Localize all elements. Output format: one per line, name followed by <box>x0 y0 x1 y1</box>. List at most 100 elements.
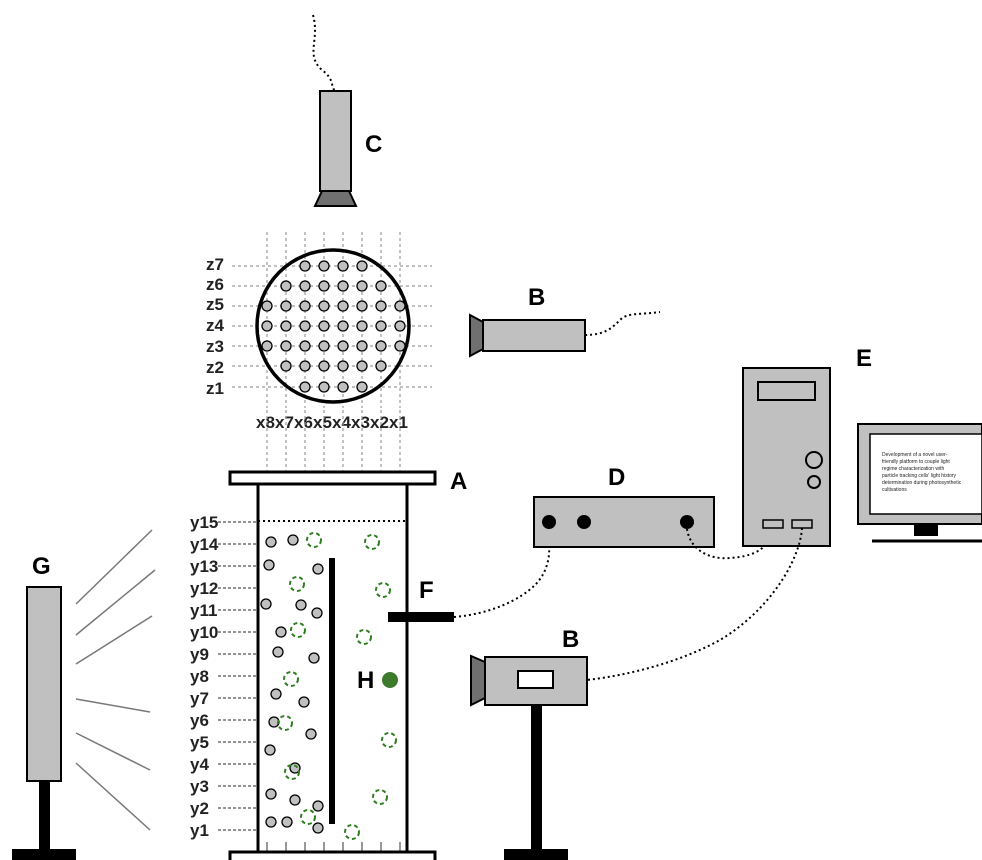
camera-b-top-lens <box>469 313 484 358</box>
x-label: x5 <box>313 413 332 432</box>
particle <box>305 728 317 740</box>
label-d: D <box>608 464 625 491</box>
device-d-port <box>680 515 694 529</box>
label-e: E <box>856 345 872 372</box>
grid-sample-point <box>375 360 387 372</box>
grid-sample-point <box>337 320 349 332</box>
cable-e-to-b <box>586 527 803 681</box>
particle <box>263 559 275 571</box>
grid-sample-point <box>356 381 368 393</box>
tracer-particle <box>356 629 372 645</box>
label-h: H <box>357 667 374 694</box>
camera-b-bottom: B <box>470 626 588 860</box>
z-label: z1 <box>206 379 224 398</box>
column-top-grid-lines <box>266 410 401 472</box>
computer-reset-button <box>807 475 821 489</box>
tracer-particle <box>284 764 300 780</box>
particle <box>312 800 324 812</box>
y-label: y15 <box>190 513 218 532</box>
particle <box>272 646 284 658</box>
particle <box>265 536 277 548</box>
camera-b-bottom-window <box>517 670 554 689</box>
grid-sample-point <box>299 381 311 393</box>
particle <box>312 563 324 575</box>
light-source-g: G <box>12 529 156 860</box>
light-ray <box>75 698 151 713</box>
monitor-text-line: determination during photosynthetic <box>882 480 962 486</box>
particle <box>298 696 310 708</box>
tracer-particle-h <box>382 672 398 688</box>
grid-sample-point <box>394 300 406 312</box>
x-label: x3 <box>351 413 370 432</box>
y-label: y2 <box>190 799 209 818</box>
draft-tube-baffle <box>329 558 335 824</box>
grid-sample-point <box>299 300 311 312</box>
label-f: F <box>419 577 434 604</box>
x-axis-labels: x8 x7 x6 x5 x4 x3 x2 x1 <box>256 413 408 432</box>
tracer-particle <box>364 534 380 550</box>
y-label: y4 <box>190 755 209 774</box>
grid-sample-point <box>356 340 368 352</box>
grid-sample-point <box>318 360 330 372</box>
camera-c-cable <box>312 14 336 92</box>
column-top-plate <box>228 470 437 486</box>
particle <box>264 744 276 756</box>
label-g: G <box>32 553 51 580</box>
grid-sample-point <box>337 340 349 352</box>
reactor-column: y15 y14 y13 y12 y11 y10 y9 y8 y7 y6 y5 y… <box>190 410 467 860</box>
grid-sample-point <box>318 260 330 272</box>
y-label: y13 <box>190 557 218 576</box>
column-bottom-plate <box>228 850 437 860</box>
light-ray <box>75 762 151 831</box>
particle <box>312 822 324 834</box>
x-label: x2 <box>370 413 389 432</box>
z-label: z7 <box>206 255 224 274</box>
label-b-bottom: B <box>562 626 579 653</box>
grid-sample-point <box>280 360 292 372</box>
y-label: y6 <box>190 711 209 730</box>
particle <box>289 794 301 806</box>
tracer-particle <box>300 809 316 825</box>
tracer-particle <box>381 732 397 748</box>
grid-sample-point <box>337 260 349 272</box>
grid-sample-point <box>299 360 311 372</box>
sensor-f-probe <box>388 612 454 622</box>
y-label: y5 <box>190 733 209 752</box>
particles <box>260 532 397 840</box>
grid-sample-point <box>394 340 406 352</box>
computer-power-button <box>805 451 823 469</box>
tracer-particle <box>375 582 391 598</box>
tracer-particle <box>277 715 293 731</box>
lamp-body <box>26 586 62 782</box>
grid-sample-point <box>375 280 387 292</box>
camera-b-top-cable <box>584 311 661 336</box>
monitor-text-line: cultivations <box>882 487 907 493</box>
grid-sample-point <box>280 280 292 292</box>
grid-sample-point <box>261 300 273 312</box>
particle <box>289 762 301 774</box>
monitor-text-line: friendly platform to couple light <box>882 459 950 465</box>
y-axis-ticks <box>218 521 256 831</box>
grid-sample-point <box>375 320 387 332</box>
camera-c-lens <box>313 190 358 207</box>
camera-c-body <box>319 90 352 192</box>
grid-sample-point <box>280 320 292 332</box>
tracer-particle <box>290 622 306 638</box>
monitor-text-line: Development of a novel user- <box>882 452 948 458</box>
tracer-particle <box>283 671 299 687</box>
grid-sample-point <box>375 340 387 352</box>
z-axis-labels: z7 z6 z5 z4 z3 z2 z1 <box>206 255 225 398</box>
x-label: x6 <box>294 413 313 432</box>
x-label: x7 <box>275 413 294 432</box>
grid-sample-point <box>280 340 292 352</box>
grid-sample-point <box>318 320 330 332</box>
particle <box>265 788 277 800</box>
lamp-stand-pole <box>39 781 50 850</box>
y-label: y9 <box>190 645 209 664</box>
device-d: D <box>533 464 773 560</box>
light-rays <box>75 529 156 831</box>
cable-f-to-d <box>453 544 551 618</box>
grid-sample-point <box>318 280 330 292</box>
computer-usb-port <box>791 519 813 529</box>
grid-sample-point <box>356 260 368 272</box>
